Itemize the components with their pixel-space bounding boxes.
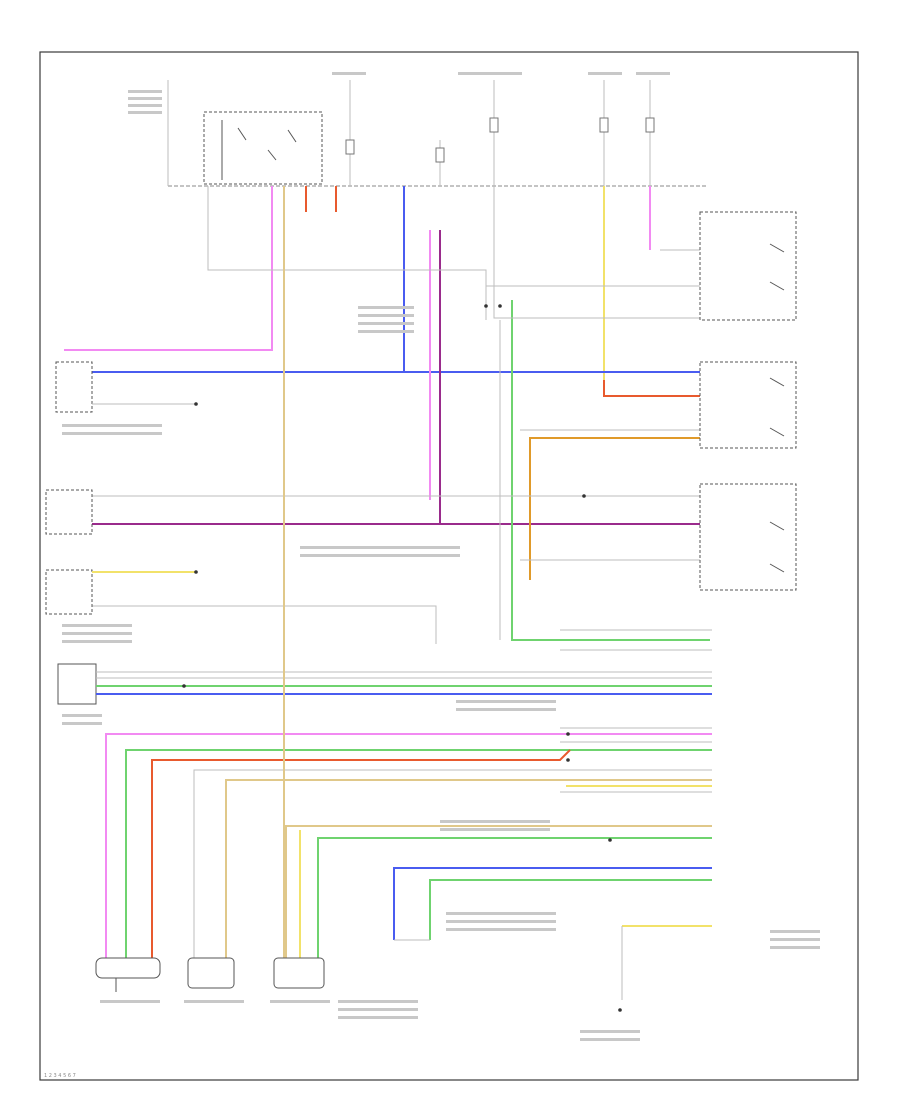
junction-dots — [182, 304, 622, 1012]
lower-right-bundle — [393, 867, 712, 1000]
gray-wires-right — [60, 186, 700, 644]
bottom-sensors — [95, 957, 325, 992]
wire-green-right — [511, 300, 710, 641]
diagram-frame — [39, 51, 859, 1081]
left-sensor-blocks — [45, 361, 97, 705]
wire-blue — [403, 186, 700, 373]
relay-box — [203, 111, 323, 185]
wire-red-right — [603, 380, 700, 397]
illegible-label-marks — [62, 72, 820, 1041]
top-feed-lines — [167, 80, 651, 186]
right-switch-blocks — [699, 211, 797, 591]
lower-wire-bundle — [105, 186, 712, 960]
figure-id-label: 1 2 3 4 5 6 7 — [44, 1073, 76, 1079]
wire-pink-top — [64, 186, 273, 351]
wire-orange — [529, 437, 700, 580]
fuse-group — [345, 117, 655, 163]
wire-purple — [439, 230, 700, 525]
right-connector-table — [560, 629, 712, 793]
